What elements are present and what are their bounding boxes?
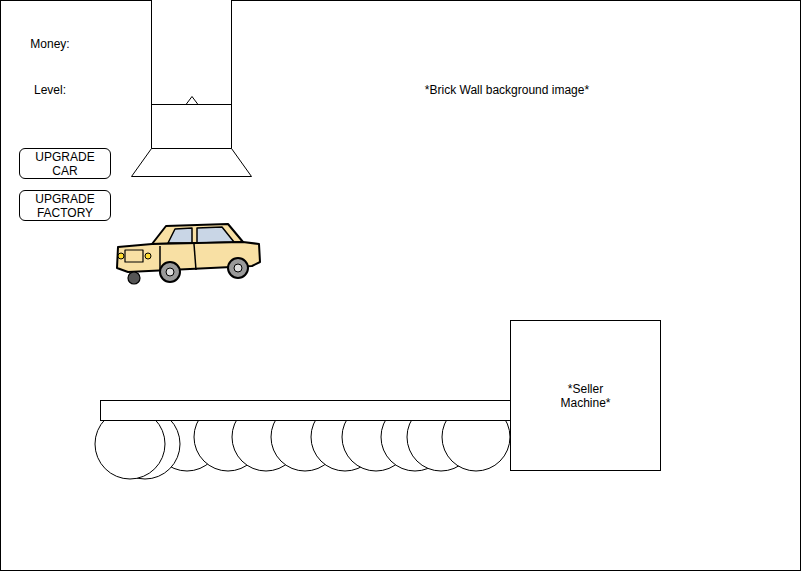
car-picture	[117, 224, 260, 284]
upgrade-button: UPGRADE FACTORY	[19, 190, 111, 221]
chute-marker	[186, 97, 198, 105]
car-grille	[125, 250, 143, 262]
level-label: Level:	[34, 83, 66, 97]
car-body	[117, 242, 260, 272]
button-text: UPGRADE CAR	[22, 150, 108, 178]
money-label: Money:	[30, 37, 69, 51]
car-window	[197, 227, 234, 243]
conveyor-belt	[95, 401, 511, 480]
car-headlight	[118, 253, 124, 259]
upgrade-button: UPGRADE CAR	[19, 148, 111, 179]
chute-middle	[152, 105, 232, 149]
chute-nozzle	[132, 149, 252, 177]
button-text: *Seller Machine*	[555, 382, 617, 410]
belt	[101, 401, 511, 421]
chute-top	[152, 0, 232, 105]
background-note: *Brick Wall background image*	[425, 83, 589, 97]
car-hub	[234, 264, 242, 272]
car-wheel	[128, 272, 140, 284]
car-wheel	[160, 262, 180, 282]
car-door-line	[159, 246, 161, 270]
car-door-line	[194, 244, 196, 270]
factory-chute	[132, 0, 252, 177]
car-headlight	[145, 253, 151, 259]
car-hub	[166, 268, 174, 276]
button-text: UPGRADE FACTORY	[22, 192, 108, 220]
car-wheel	[228, 258, 248, 278]
car-cabin	[152, 224, 243, 244]
car-window	[168, 228, 192, 243]
seller-machine: *Seller Machine*	[510, 320, 661, 471]
